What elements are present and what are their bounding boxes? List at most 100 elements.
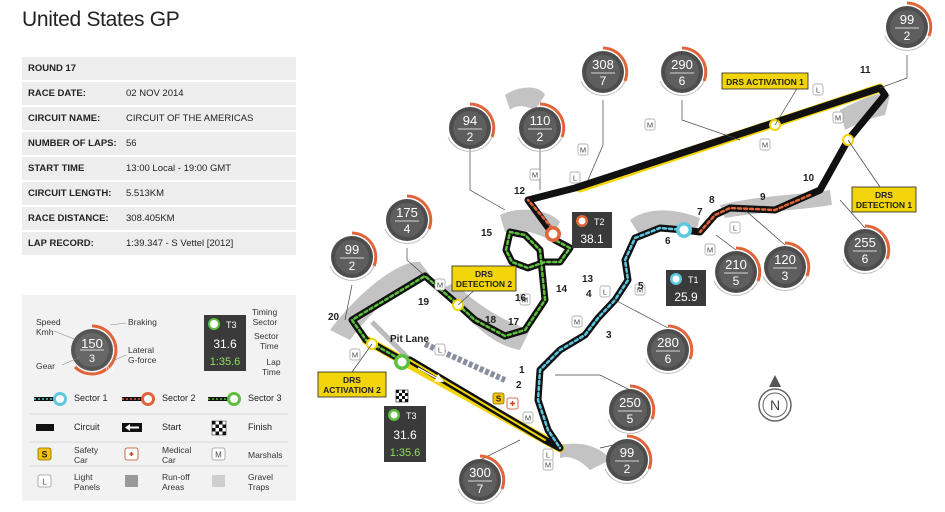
turn-5-label: 5 bbox=[638, 281, 644, 292]
light-panel-icon: L bbox=[37, 474, 52, 488]
safety-car-icon: S bbox=[37, 447, 52, 461]
timer-t2-label: T2 bbox=[594, 217, 605, 227]
info-value: 1:39.347 - S Vettel [2012] bbox=[126, 238, 234, 249]
info-row-race-date: RACE DATE: 02 NOV 2014 bbox=[22, 82, 296, 105]
gauge-gear: 2 bbox=[467, 130, 474, 144]
legend-medical-car-label: Medical Car bbox=[162, 445, 192, 465]
gauge-g-force: 2.0 bbox=[639, 478, 648, 484]
race-info-table: ROUND 17 RACE DATE: 02 NOV 2014 CIRCUIT N… bbox=[22, 57, 296, 257]
gauge-speed: 99 bbox=[620, 445, 634, 460]
medical-car-marker bbox=[506, 397, 519, 410]
info-label: CIRCUIT LENGTH: bbox=[28, 188, 112, 199]
turn-1-label: 1 bbox=[519, 365, 525, 376]
timer-t1-time: 25.9 bbox=[674, 290, 698, 304]
timer-lap-text: 1:35.6 bbox=[210, 356, 241, 368]
legend-light-panels-label: Light Panels bbox=[74, 472, 100, 492]
marshal-markers: M M M M M M M M M M M M M bbox=[349, 111, 844, 471]
turn-7-label: 7 bbox=[697, 207, 703, 218]
info-label: ROUND 17 bbox=[28, 63, 77, 74]
info-label: CIRCUIT NAME: bbox=[28, 113, 101, 124]
info-row-circuit-length: CIRCUIT LENGTH: 5.513KM bbox=[22, 182, 296, 205]
safety-car-marker-glyph: S bbox=[496, 395, 502, 404]
compass-icon: N bbox=[758, 375, 792, 422]
turn-2-label: 2 bbox=[516, 380, 522, 391]
legend-circuit-label: Circuit bbox=[74, 422, 100, 432]
svg-text:M: M bbox=[637, 286, 643, 295]
gauge-g-text: 0.1 bbox=[106, 367, 115, 373]
sector-timer-t2: T2 38.1 bbox=[572, 212, 612, 248]
gauge-speed: 110 bbox=[530, 113, 551, 128]
legend-graphics: 150 3 0.1 T3 31.6 1:35.6 bbox=[30, 315, 288, 488]
svg-text:M: M bbox=[574, 318, 580, 327]
svg-text:M: M bbox=[835, 114, 841, 123]
legend-sector-time-label: Sector Time bbox=[254, 331, 279, 351]
info-label: RACE DATE: bbox=[28, 88, 86, 99]
legend-lap-time-label: Lap Time bbox=[262, 357, 281, 377]
gauge-speed: 99 bbox=[900, 12, 914, 27]
gauge-gear: 7 bbox=[477, 482, 484, 496]
info-value: CIRCUIT OF THE AMERICAS bbox=[126, 113, 254, 124]
svg-text:DRS ACTIVATION 1: DRS ACTIVATION 1 bbox=[726, 77, 804, 87]
gauge-g-force: -1.0 bbox=[797, 285, 808, 291]
drs-box-activation-1: DRS ACTIVATION 1 bbox=[721, 72, 809, 90]
gauge-g-force: 2.0 bbox=[919, 45, 928, 51]
gauge-speed: 255 bbox=[854, 235, 876, 250]
gauge-gear: 2 bbox=[349, 259, 356, 273]
turn-11-label: 11 bbox=[860, 65, 871, 76]
info-row-round: ROUND 17 bbox=[22, 57, 296, 80]
legend-gear-label: Gear bbox=[36, 361, 55, 371]
page-title: United States GP bbox=[22, 8, 180, 31]
info-value: 56 bbox=[126, 138, 137, 149]
sector-2-dashes bbox=[526, 193, 812, 234]
svg-text:M: M bbox=[707, 246, 713, 255]
info-row-circuit-name: CIRCUIT NAME: CIRCUIT OF THE AMERICAS bbox=[22, 107, 296, 130]
sector-timer-t1: T1 25.9 bbox=[666, 270, 706, 306]
gauge-g-force: 3.0 bbox=[419, 238, 428, 244]
safety-car-glyph: S bbox=[41, 450, 47, 460]
runoff-icon bbox=[125, 475, 138, 487]
gauge-g-force: -1.0 bbox=[552, 146, 563, 152]
svg-text:M: M bbox=[762, 141, 768, 150]
timer-t1-label: T1 bbox=[688, 275, 699, 285]
turn-14-label: 14 bbox=[556, 284, 568, 295]
gauge-gear: 2 bbox=[537, 130, 544, 144]
timer-sector-text: 31.6 bbox=[213, 337, 237, 351]
legend-finish-label: Finish bbox=[248, 422, 273, 432]
svg-text:M: M bbox=[352, 351, 358, 360]
gauge-g-force: 2.0 bbox=[642, 428, 651, 434]
info-label: RACE DISTANCE: bbox=[28, 213, 109, 224]
timer-t3-time: 31.6 bbox=[393, 428, 417, 442]
info-value: 5.513KM bbox=[126, 188, 165, 199]
gauge-gear: 2 bbox=[624, 462, 631, 476]
gauge-speed: 280 bbox=[657, 335, 679, 350]
turn-19-label: 19 bbox=[418, 297, 430, 308]
legend-sector1-icon bbox=[34, 392, 67, 406]
pit-lane-label: Pit Lane bbox=[390, 334, 429, 345]
legend-sector3-label: Sector 3 bbox=[248, 393, 282, 403]
info-value: 13:00 Local - 19:00 GMT bbox=[126, 163, 232, 174]
svg-text:L: L bbox=[816, 86, 820, 95]
gauge-gear: 4 bbox=[404, 222, 411, 236]
svg-text:L: L bbox=[573, 174, 577, 183]
sector-2-track bbox=[524, 84, 889, 236]
svg-text:M: M bbox=[532, 171, 538, 180]
turn-4-label: 4 bbox=[586, 289, 592, 300]
compass-n: N bbox=[770, 397, 780, 413]
start-arrow bbox=[417, 367, 444, 383]
light-panel-markers: L L L L L L bbox=[434, 83, 824, 461]
legend-gravel-label: Gravel Traps bbox=[248, 472, 274, 492]
legend-runoff-label: Run-off Areas bbox=[162, 472, 190, 492]
info-value: 308.405KM bbox=[126, 213, 175, 224]
info-value: 02 NOV 2014 bbox=[126, 88, 184, 99]
turn-9-label: 9 bbox=[760, 192, 766, 203]
svg-text:L: L bbox=[733, 224, 737, 233]
